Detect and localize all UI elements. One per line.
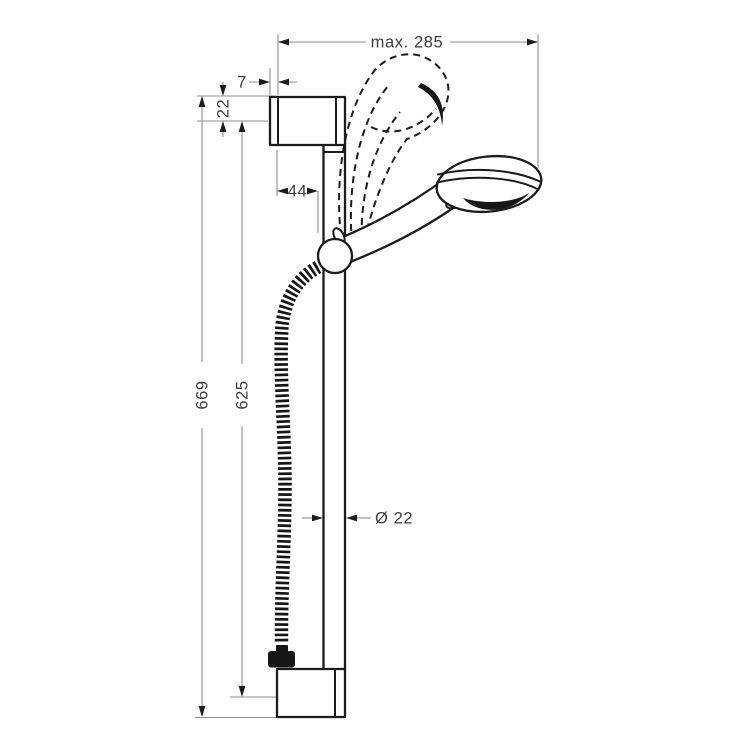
dim-wall-to-hose: 44 [276,150,319,233]
dim-label-max-reach: max. 285 [371,34,444,52]
slide-bar-edges [322,143,347,671]
arrowhead-bottom [238,686,246,697]
arrowhead-bottom [198,706,206,717]
arrowhead-right [307,187,318,195]
ghost-head-seam [370,108,437,133]
bottom-wall-bracket [275,667,347,719]
arrowhead-down [219,85,227,96]
ghost-spray-face [418,83,443,126]
shower-hose [268,261,322,668]
arrowhead-right [278,78,289,86]
hose-nut [268,651,295,668]
dim-label-overall-height: 669 [194,380,212,409]
arrowhead-left [278,38,289,46]
arrowhead-right [527,38,538,46]
dim-wall-plate-depth: 7 [237,68,297,95]
arrowhead-left [277,187,288,195]
top-bracket-body [268,95,347,147]
arrowhead-up [219,121,227,132]
arrowhead-left [259,78,270,86]
spray-face [463,193,529,210]
bottom-bracket-body [275,667,347,719]
slider-holder [316,227,354,275]
head-seam-1 [437,168,541,183]
dim-label-wall-plate-depth: 7 [237,74,247,92]
dim-overall-height: 669 [194,96,276,719]
ghost-handle-seam-1 [349,84,390,244]
hose-ribs [274,261,322,643]
slider-knob [316,237,354,275]
dim-label-bracket-height: 22 [215,99,233,119]
hand-shower [341,154,543,264]
dim-max-reach: max. 285 [277,34,539,168]
dim-label-wall-to-hose: 44 [288,183,308,201]
dim-bar-diameter: Ø 22 [302,510,413,528]
arrowhead-top [198,96,206,107]
arrowhead-right-pointing [312,514,323,522]
dim-label-bar-diameter: Ø 22 [375,510,413,528]
top-wall-bracket [268,95,347,147]
dim-label-bar-length: 625 [234,380,252,409]
arrowhead-top [238,121,246,132]
dim-bar-length: 625 [230,121,276,698]
slide-bar [322,143,347,671]
dim-bracket-height: 22 [197,82,276,137]
head-seam-2 [436,176,540,191]
arrowhead-left-pointing [346,514,357,522]
